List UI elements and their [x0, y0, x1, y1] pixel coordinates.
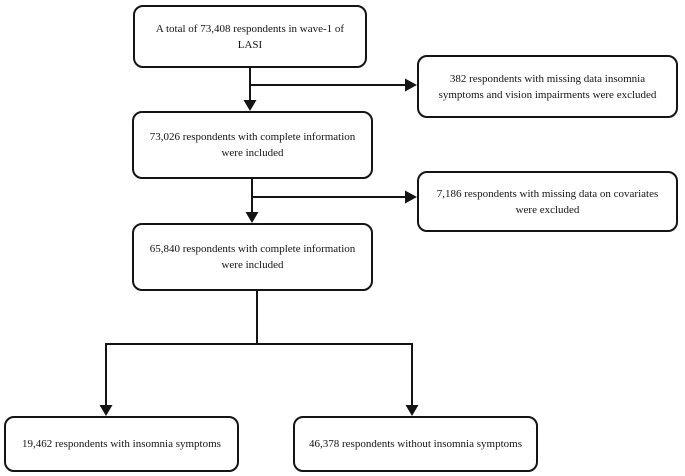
arrow-included1-to-included2 — [245, 179, 259, 223]
flow-node-insomnia-group: 19,462 respondents with insomnia symptom… — [4, 416, 239, 472]
connector-split-stem — [105, 291, 413, 345]
flow-node-included-65840: 65,840 respondents with complete informa… — [132, 223, 373, 291]
flow-node-excluded-covariates-label: 7,186 respondents with missing data on c… — [436, 187, 659, 216]
flow-node-insomnia-group-label: 19,462 respondents with insomnia symptom… — [22, 438, 221, 450]
flow-node-excluded-covariates: 7,186 respondents with missing data on c… — [417, 171, 678, 232]
flow-node-wave1-total-label: A total of 73,408 respondents in wave-1 … — [155, 22, 345, 51]
flow-node-no-insomnia-group: 46,378 respondents without insomnia symp… — [293, 416, 538, 472]
flow-node-wave1-total: A total of 73,408 respondents in wave-1 … — [133, 5, 367, 68]
flow-node-included-73026: 73,026 respondents with complete informa… — [132, 111, 373, 179]
arrow-to-insomnia-group — [99, 343, 113, 416]
flow-node-no-insomnia-group-label: 46,378 respondents without insomnia symp… — [309, 438, 522, 450]
arrow-branch-to-excluded1 — [249, 78, 417, 92]
flow-node-excluded-insomnia-vision: 382 respondents with missing data insomn… — [417, 55, 678, 118]
flow-node-included-65840-label: 65,840 respondents with complete informa… — [149, 243, 356, 271]
arrow-branch-to-excluded2 — [251, 190, 417, 204]
arrow-to-no-insomnia-group — [405, 343, 419, 416]
arrow-total-to-included1 — [243, 68, 257, 111]
flow-node-excluded-insomnia-vision-label: 382 respondents with missing data insomn… — [438, 72, 657, 101]
flow-node-included-73026-label: 73,026 respondents with complete informa… — [149, 131, 356, 159]
